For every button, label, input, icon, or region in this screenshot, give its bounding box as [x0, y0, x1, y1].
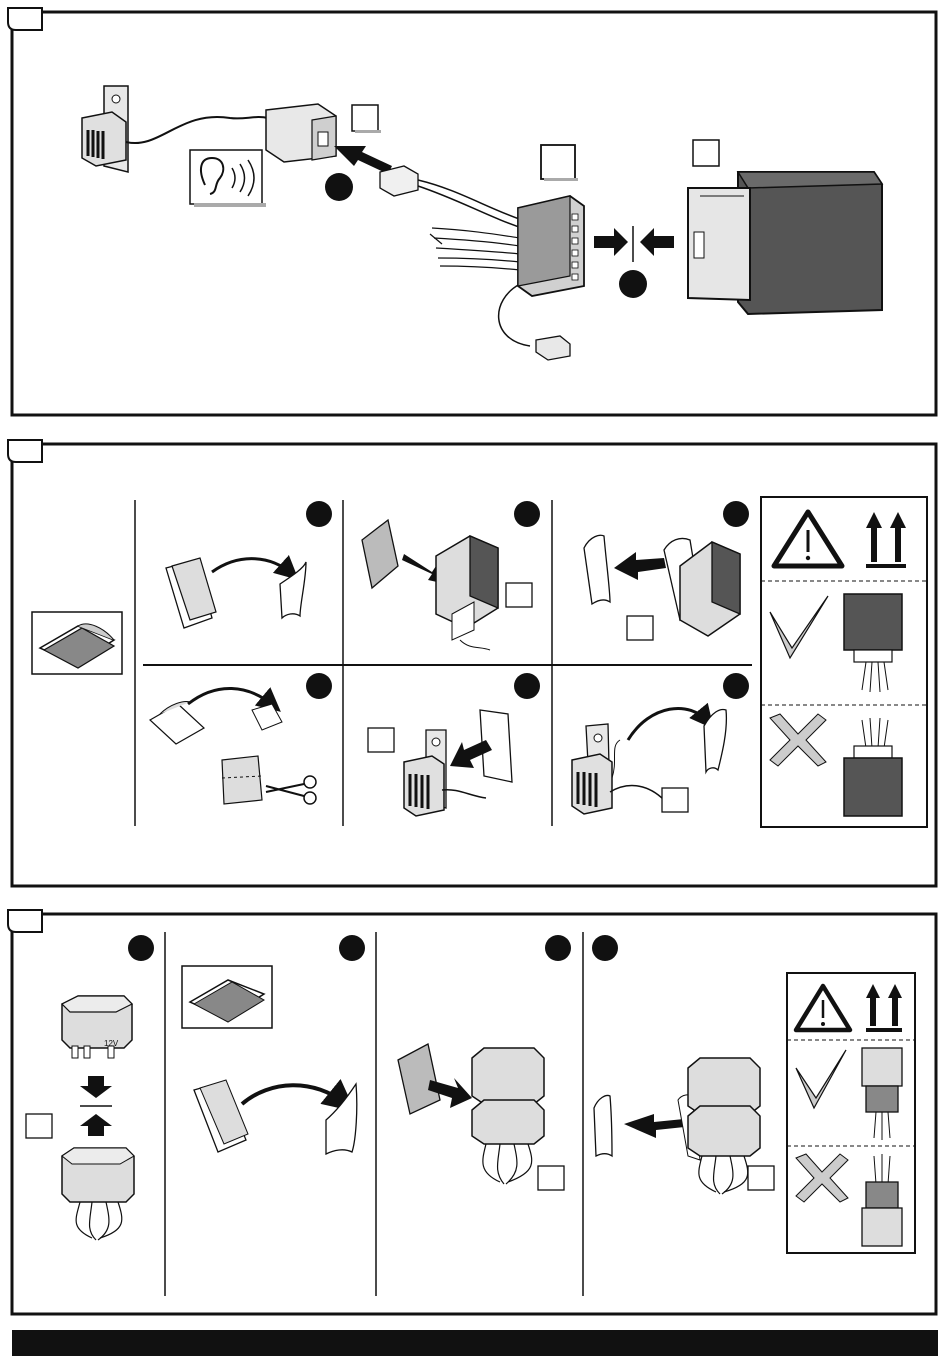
panel-1-tab	[8, 8, 42, 30]
step-bullet	[545, 935, 571, 961]
step-bullet	[339, 935, 365, 961]
callout-box	[368, 728, 394, 752]
step-bullet	[306, 673, 332, 699]
step-bullet	[619, 270, 647, 298]
step-bullet	[514, 501, 540, 527]
callout-box	[506, 583, 532, 607]
step-bullet	[306, 501, 332, 527]
step-bullet	[723, 673, 749, 699]
callout-box	[538, 1166, 564, 1190]
ear-sound-icon	[190, 150, 266, 207]
step-bullet	[592, 935, 618, 961]
panel-1	[8, 8, 936, 415]
harness-small-plug	[380, 166, 418, 196]
step-bullet	[128, 935, 154, 961]
double-sided-tape-icon	[32, 612, 122, 674]
main-harness-connector	[518, 196, 584, 296]
panel-3: 12V	[8, 910, 936, 1314]
callout-box	[26, 1114, 52, 1138]
callout-box	[541, 145, 575, 179]
step-bullet	[325, 173, 353, 201]
double-sided-tape-icon	[182, 966, 272, 1028]
step-bullet	[723, 501, 749, 527]
step-bullet	[514, 673, 540, 699]
relay-orientation-info-box	[787, 973, 915, 1253]
callout-box	[693, 140, 719, 166]
callout-box	[748, 1166, 774, 1190]
footer-bar	[12, 1330, 938, 1356]
orientation-info-box	[761, 497, 927, 827]
callout-box	[627, 616, 653, 640]
buzzer-connector	[266, 104, 336, 162]
callout-box	[662, 788, 688, 812]
panel-2	[8, 440, 936, 886]
panel-3-tab	[8, 910, 42, 932]
callout-box	[352, 105, 378, 131]
panel-2-tab	[8, 440, 42, 462]
